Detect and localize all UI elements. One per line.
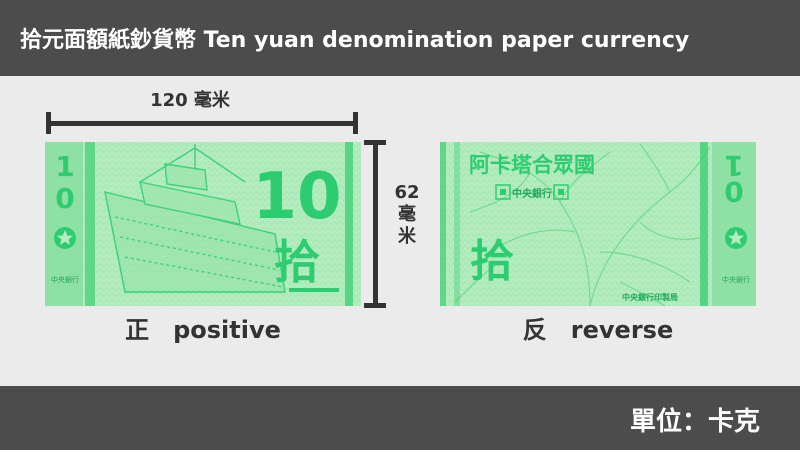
back-caption: 反 reverse <box>440 310 756 345</box>
height-dimension-label: 62 毫 米 <box>393 182 421 248</box>
height-dimension-line <box>373 142 378 306</box>
back-small-bank-text: 中央銀行 <box>722 275 750 284</box>
width-dimension-cap-left <box>46 112 51 134</box>
back-right-panel <box>712 142 756 306</box>
back-denomination-chinese: 拾 <box>470 236 514 287</box>
back-security-strip <box>700 142 708 306</box>
ship-illustration <box>104 144 286 293</box>
front-denomination-number: 10 <box>252 160 341 234</box>
header-bar: 拾元面額紙鈔貨幣 Ten yuan denomination paper cur… <box>0 0 800 76</box>
back-bank-seal-right <box>553 184 569 200</box>
height-unit-1: 毫 <box>398 204 416 225</box>
back-caption-cn: 反 <box>522 316 547 344</box>
front-left-panel <box>45 142 83 306</box>
tree-illustration <box>454 143 711 306</box>
width-dimension-cap-right <box>353 112 358 134</box>
height-value: 62 <box>394 182 420 203</box>
back-bank-name: 中央銀行 <box>512 187 552 200</box>
width-dimension-label: 120 毫米 <box>150 90 230 111</box>
height-dimension-cap-top <box>364 140 386 145</box>
front-star-emblem <box>54 227 76 249</box>
banknote-front: 1 0 10 拾 中央銀行 <box>45 142 361 306</box>
currency-unit-label: 單位：卡克 <box>629 407 760 437</box>
front-side-digit-1: 1 <box>55 150 74 183</box>
back-side-digit-1: 0 <box>724 175 743 208</box>
front-side-digit-2: 0 <box>55 182 74 215</box>
page-title: 拾元面額紙鈔貨幣 Ten yuan denomination paper cur… <box>20 28 690 53</box>
front-microprint <box>289 288 339 292</box>
back-left-strip <box>440 142 446 306</box>
height-unit-2: 米 <box>398 226 416 247</box>
front-caption: 正 positive <box>45 310 361 345</box>
front-small-bank-text: 中央銀行 <box>51 275 79 284</box>
back-country-name: 阿卡塔合眾國 <box>469 153 595 177</box>
front-right-strip <box>345 142 353 306</box>
banknote-back: 0 1 中央銀行 阿卡塔合眾國 中央銀行 拾 中央銀行印製局 <box>440 142 756 306</box>
back-side-digit-2: 1 <box>724 149 743 182</box>
front-denomination-chinese: 拾 <box>274 235 320 289</box>
front-security-strip <box>85 142 95 306</box>
front-caption-cn: 正 <box>125 316 150 344</box>
width-dimension-line <box>48 121 356 126</box>
height-dimension-cap-bottom <box>364 303 386 308</box>
footer-bar: 單位：卡克 <box>0 386 800 450</box>
back-caption-en: reverse <box>570 316 674 344</box>
back-star-emblem <box>725 227 747 249</box>
back-printing-text: 中央銀行印製局 <box>622 292 678 302</box>
back-bank-seal-left <box>495 184 511 200</box>
front-caption-en: positive <box>173 316 281 344</box>
